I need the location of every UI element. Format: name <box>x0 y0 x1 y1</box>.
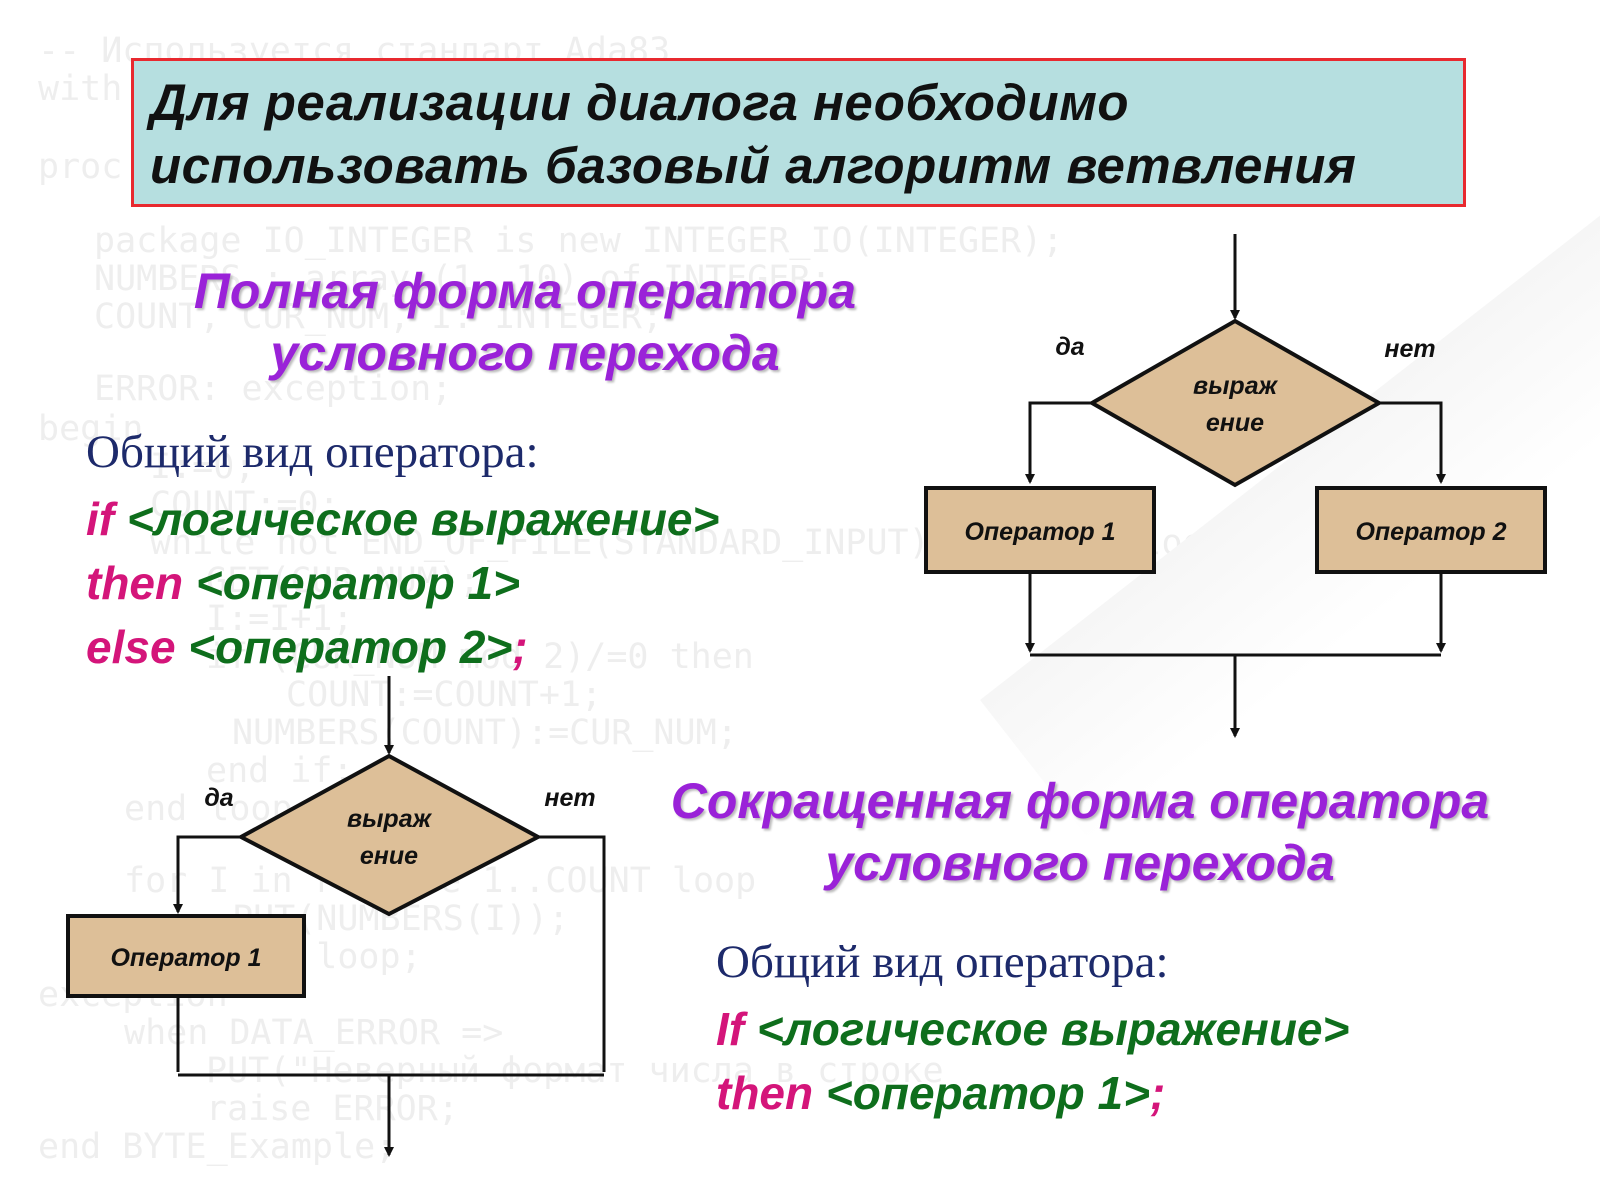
bg-code-line: -- Используется стандарт Ada83 <box>38 31 671 71</box>
bg-code-line: package IO_INTEGER is new INTEGER_IO(INT… <box>94 221 1064 261</box>
condition-text-line-1: выраж <box>347 805 433 833</box>
full-form-else-line: else <оператор 2>; <box>86 615 528 679</box>
bg-code-line: end BYTE_Example; <box>38 1127 397 1167</box>
condition-diamond <box>236 753 543 917</box>
if-keyword: If <box>716 1003 745 1055</box>
bg-code-line: ERROR: exception; <box>94 369 453 409</box>
short-form-heading-line-2: условного перехода <box>825 835 1335 891</box>
bg-code-line: COUNT, CUR_NUM, I: INTEGER; <box>94 297 663 337</box>
else-statement: <оператор 2> <box>175 621 513 673</box>
bg-code-line: GET(CUR_NUM); <box>206 561 480 601</box>
bg-code-line: COUNT:=0; <box>150 485 340 525</box>
full-form-then-line: then <оператор 1> <box>86 551 520 615</box>
if-keyword: if <box>86 493 115 545</box>
bg-code-line: begin <box>38 409 144 449</box>
header-line-2: использовать базовый алгоритм ветвления <box>150 137 1357 194</box>
short-form-if-line: If <логическое выражение> <box>716 997 1349 1061</box>
if-condition: <логическое выражение> <box>114 493 720 545</box>
short-form-heading: Сокращенная форма оператора условного пе… <box>640 770 1520 894</box>
short-form-heading-line-1: Сокращенная форма оператора <box>670 773 1490 829</box>
yes-branch-arrow <box>1025 401 1092 484</box>
operator-1-label: Оператор 1 <box>964 518 1115 546</box>
bg-code-line: COUNT:=COUNT+1; <box>286 675 603 715</box>
operator-1-box <box>924 486 1156 574</box>
then-keyword: then <box>716 1067 814 1119</box>
no-label: нет <box>544 784 595 812</box>
bg-code-line: raise ERROR; <box>206 1089 459 1129</box>
bg-code-line: proc <box>38 147 123 187</box>
else-keyword: else <box>86 621 176 673</box>
full-form-heading: Полная форма оператора условного переход… <box>120 260 930 384</box>
condition-text-line-2: ение <box>1206 409 1264 437</box>
header-line-1: Для реализации диалога необходимо <box>150 74 1130 131</box>
operator-1-box <box>66 914 306 998</box>
then-keyword: then <box>86 557 184 609</box>
full-form-if-line: if <логическое выражение> <box>86 487 719 551</box>
bg-code-line: NUMBERS(COUNT):=CUR_NUM; <box>232 713 738 753</box>
condition-text-line-1: выраж <box>1193 372 1279 400</box>
no-label: нет <box>1384 335 1435 363</box>
then-semicolon: ; <box>1149 1067 1166 1119</box>
bg-code-line: if (CUR_NUM mod 2)/=0 then <box>206 637 754 677</box>
condition-text-line-2: ение <box>360 842 418 870</box>
else-semicolon: ; <box>512 621 528 673</box>
bg-code-line: with <box>38 69 123 109</box>
bg-code-line: I:=I+1; <box>206 599 354 639</box>
no-branch-line <box>538 835 606 1072</box>
then-statement: <оператор 1> <box>183 557 520 609</box>
short-form-general-view-label: Общий вид оператора: <box>716 936 1169 988</box>
full-form-flowchart: выраж ение да нет Оператор 1 Оператор 2 <box>924 234 1547 738</box>
short-form-then-line: then <оператор 1>; <box>716 1061 1165 1125</box>
short-form-flowchart: выраж ение да нет Оператор 1 <box>66 676 606 1157</box>
yes-label: да <box>1055 333 1084 361</box>
full-form-general-view-label: Общий вид оператора: <box>86 426 539 478</box>
bg-code-line: I:=0; <box>150 447 256 487</box>
full-form-heading-line-2: условного перехода <box>270 325 780 381</box>
if-condition: <логическое выражение> <box>744 1003 1350 1055</box>
header-box: Для реализации диалога необходимо исполь… <box>131 58 1466 207</box>
then-statement: <оператор 1> <box>813 1067 1150 1119</box>
bg-code-line: when DATA_ERROR => <box>124 1013 504 1053</box>
operator-2-box <box>1315 486 1547 574</box>
full-form-heading-line-1: Полная форма оператора <box>193 263 857 319</box>
operator-2-label: Оператор 2 <box>1355 518 1506 546</box>
no-branch-arrow <box>1379 401 1446 484</box>
yes-branch-arrow <box>173 835 241 914</box>
bg-code-line: NUMBERS : array (1..10) of INTEGER; <box>94 259 832 299</box>
condition-diamond <box>1087 318 1384 488</box>
bg-code-line: PUT("Неверный формат числа в строке <box>206 1051 944 1091</box>
operator-1-label: Оператор 1 <box>110 944 261 972</box>
yes-label: да <box>204 784 233 812</box>
